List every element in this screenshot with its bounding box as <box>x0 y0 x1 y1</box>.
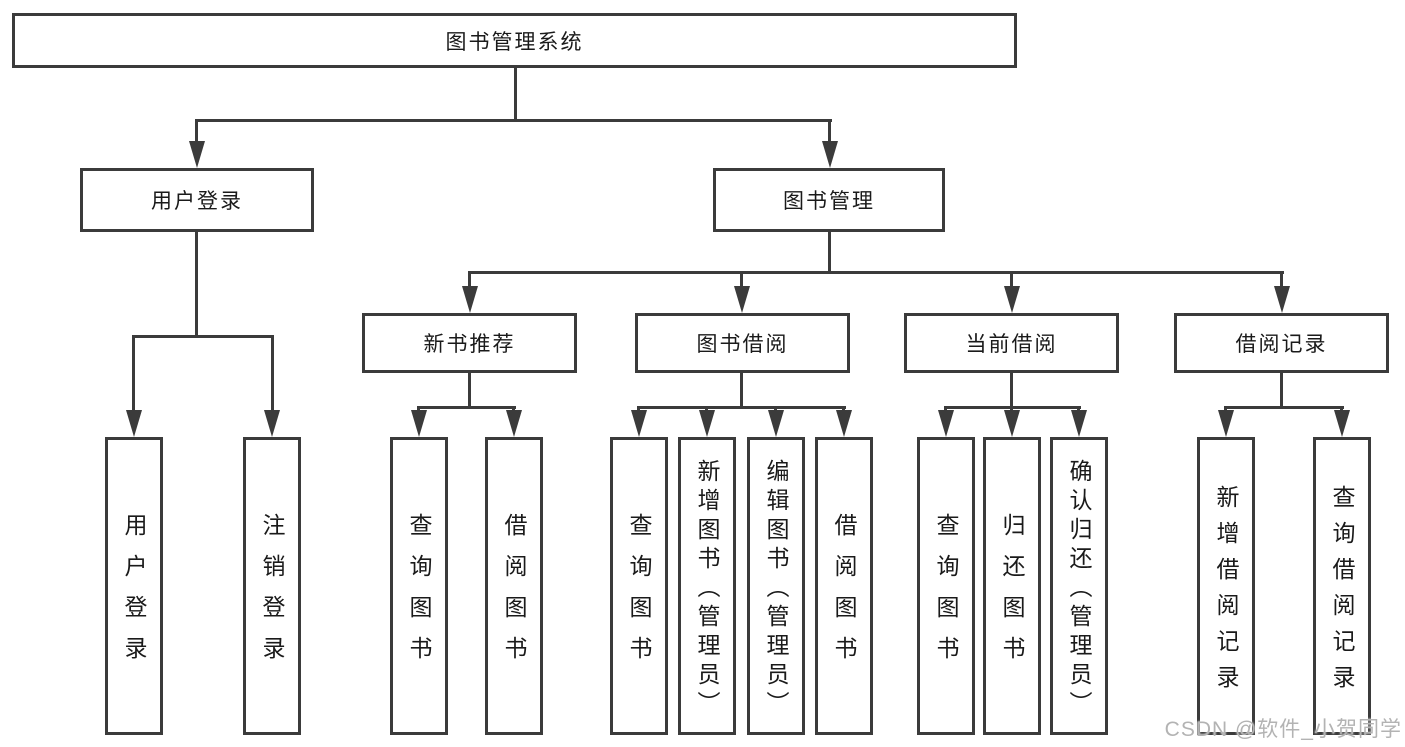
leaf-add-borrow-record: 新增借阅记录 <box>1197 437 1255 735</box>
connector-stem-new-book <box>468 271 471 291</box>
connector-records-drop <box>1280 371 1283 408</box>
node-current-borrowing: 当前借阅 <box>904 313 1119 373</box>
node-root-label: 图书管理系统 <box>445 30 584 54</box>
connector-stem-leaf-logout <box>271 335 274 413</box>
node-book-management: 图书管理 <box>713 168 945 232</box>
leaf-confirm-return-admin: 确认归还（管理员） <box>1050 437 1108 735</box>
connector-level3-rail <box>468 271 1284 274</box>
node-borrow-records: 借阅记录 <box>1174 313 1389 373</box>
leaf-add-books-admin: 新增图书（管理员） <box>678 437 736 735</box>
connector-stem-current-borrowing <box>1010 271 1013 291</box>
connector-user-login-drop <box>195 230 198 337</box>
connector-stem-book-management <box>828 119 831 147</box>
connector-current-drop <box>1010 371 1013 408</box>
connector-root-drop <box>514 66 517 121</box>
connector-borrowing-rail <box>637 406 846 409</box>
arrow-borrow-records <box>1274 286 1290 313</box>
arrow-cb-return <box>1004 410 1020 437</box>
connector-stem-user-login <box>195 119 198 147</box>
arrow-user-login <box>189 141 205 168</box>
arrow-bb-query <box>631 410 647 437</box>
node-book-management-label: 图书管理 <box>783 190 875 213</box>
arrow-bb-add <box>699 410 715 437</box>
leaf-logout: 注销登录 <box>243 437 301 735</box>
node-current-borrowing-label: 当前借阅 <box>965 333 1058 356</box>
node-root: 图书管理系统 <box>12 13 1017 68</box>
arrow-br-add <box>1218 410 1234 437</box>
connector-borrowing-drop <box>740 371 743 408</box>
leaf-query-books-current: 查询图书 <box>917 437 975 735</box>
arrow-book-management <box>822 141 838 168</box>
leaf-return-books: 归还图书 <box>983 437 1041 735</box>
connector-new-book-rail <box>417 406 516 409</box>
arrow-book-borrowing <box>734 286 750 313</box>
connector-stem-leaf-login <box>132 335 135 413</box>
csdn-watermark: CSDN @软件_小贺同学 <box>1164 718 1402 741</box>
arrow-cb-query <box>938 410 954 437</box>
node-user-login-label: 用户登录 <box>151 190 243 213</box>
arrow-cb-confirm <box>1071 410 1087 437</box>
connector-user-login-rail <box>132 335 274 338</box>
leaf-user-login: 用户登录 <box>105 437 163 735</box>
leaf-borrow-books-borrowing: 借阅图书 <box>815 437 873 735</box>
arrow-nb-borrow <box>506 410 522 437</box>
leaf-query-books-borrowing: 查询图书 <box>610 437 668 735</box>
arrow-bb-edit <box>768 410 784 437</box>
arrow-bb-borrow <box>836 410 852 437</box>
arrow-leaf-logout <box>264 410 280 437</box>
connector-records-rail <box>1224 406 1344 409</box>
connector-stem-book-borrowing <box>740 271 743 291</box>
leaf-query-books-recommend: 查询图书 <box>390 437 448 735</box>
connector-level2-rail <box>195 119 832 122</box>
connector-stem-borrow-records <box>1280 271 1283 291</box>
leaf-borrow-books-recommend: 借阅图书 <box>485 437 543 735</box>
arrow-new-book <box>462 286 478 313</box>
connector-book-management-drop <box>828 230 831 273</box>
arrow-current-borrowing <box>1004 286 1020 313</box>
node-book-borrowing: 图书借阅 <box>635 313 850 373</box>
node-new-book-recommend: 新书推荐 <box>362 313 577 373</box>
leaf-edit-books-admin: 编辑图书（管理员） <box>747 437 805 735</box>
node-book-borrowing-label: 图书借阅 <box>696 333 789 356</box>
node-borrow-records-label: 借阅记录 <box>1235 333 1328 356</box>
node-new-book-recommend-label: 新书推荐 <box>423 333 516 356</box>
arrow-leaf-login <box>126 410 142 437</box>
node-user-login: 用户登录 <box>80 168 314 232</box>
leaf-query-borrow-record: 查询借阅记录 <box>1313 437 1371 735</box>
arrow-br-query <box>1334 410 1350 437</box>
arrow-nb-query <box>411 410 427 437</box>
connector-new-book-drop <box>468 371 471 408</box>
